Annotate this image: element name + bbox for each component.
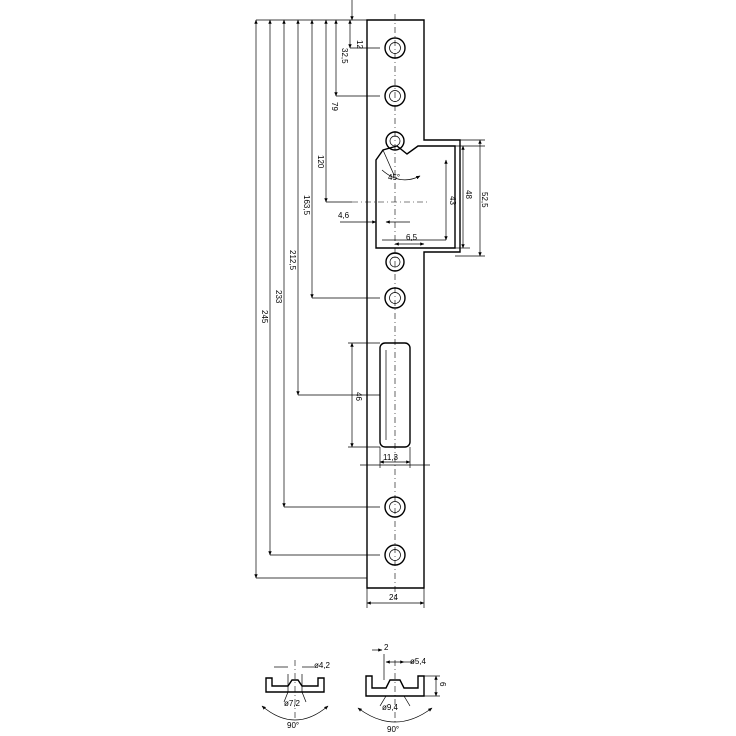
dim-24: 24 — [389, 593, 398, 602]
hole-6 — [384, 496, 406, 518]
dim-212-5: 212,5 — [288, 250, 297, 271]
dim-163-5: 163,5 — [302, 195, 311, 216]
section-left-dia-bottom: ø7,2 — [284, 699, 301, 708]
small-dimension-lines — [340, 169, 425, 246]
plate-width-dimension — [366, 588, 425, 608]
dim-52-5: 52,5 — [480, 192, 489, 208]
dim-6-5: 6,5 — [406, 233, 418, 242]
section-left-dia-top: ø4,2 — [314, 661, 331, 670]
hole-4 — [385, 252, 405, 272]
strike-plate-outline — [352, 14, 461, 600]
dim-79: 79 — [330, 102, 339, 111]
section-right — [357, 648, 440, 724]
vertical-dimension-lines — [254, 0, 354, 579]
section-right-top: 2 — [384, 643, 389, 652]
section-right-dia-top: ø5,4 — [410, 657, 427, 666]
hole-3 — [385, 131, 405, 151]
dim-46: 46 — [354, 392, 363, 401]
dim-233: 233 — [274, 290, 283, 304]
dim-45-deg: 45° — [388, 173, 400, 182]
slot-dimension-lines — [348, 342, 411, 468]
hole-1 — [384, 37, 406, 59]
dim-120: 120 — [316, 155, 325, 169]
dim-4-6: 4,6 — [338, 211, 350, 220]
section-left — [261, 660, 329, 721]
dim-12: 12 — [355, 40, 364, 49]
hole-5 — [384, 287, 406, 309]
dim-43: 43 — [448, 196, 457, 205]
dim-11-3: 11,3 — [383, 453, 399, 462]
right-dimension-lines — [424, 139, 485, 257]
dim-48: 48 — [464, 190, 473, 199]
section-right-dia-bottom: ø9,4 — [382, 703, 399, 712]
section-right-angle: 90° — [387, 725, 399, 734]
hole-2 — [384, 85, 406, 107]
section-left-angle: 90° — [287, 721, 299, 730]
hole-7 — [384, 544, 406, 566]
dim-245: 245 — [260, 310, 269, 324]
section-right-height: 6 — [438, 682, 447, 687]
dim-32-5: 32,5 — [340, 48, 349, 64]
